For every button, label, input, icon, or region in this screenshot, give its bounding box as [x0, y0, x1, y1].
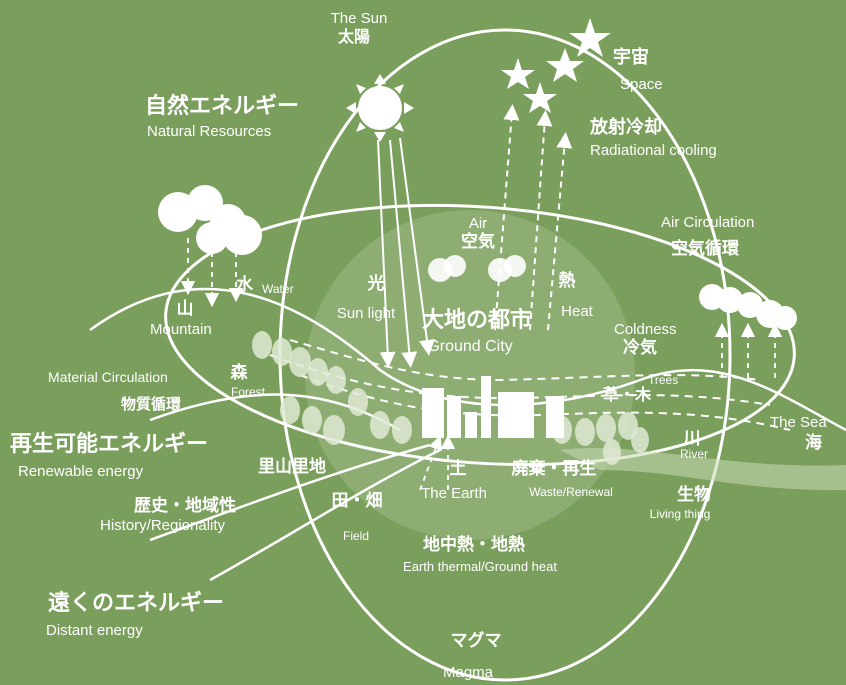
label-coldness-en: Coldness [614, 321, 677, 338]
sunlight-arrows [377, 137, 435, 368]
label-history-jp: 歴史・地域性 [134, 496, 236, 516]
circulation-ellipse [164, 203, 796, 467]
label-radcool-en: Radiational cooling [590, 142, 717, 159]
label-history-en: History/Regionality [100, 517, 226, 534]
label-aircirc-jp: 空気循環 [671, 239, 739, 259]
air-dash-1 [289, 339, 761, 382]
label-river-en: River [679, 447, 709, 461]
label-waste-en: Waste/Renewal [529, 485, 613, 499]
label-air-jp: 空気 [461, 232, 495, 252]
label-living-en: Living thing [649, 507, 711, 521]
label-aircirc-en: Air Circulation [661, 214, 755, 231]
label-geo-jp: 地中熱・地熱 [423, 535, 525, 555]
label-geo-en: Earth thermal/Ground heat [403, 559, 557, 574]
label-natural-en: Natural Resources [147, 123, 272, 140]
label-living-jp: 生物 [677, 485, 711, 505]
city-buildings [422, 376, 564, 438]
label-distant-en: Distant energy [46, 622, 143, 639]
label-waste-jp: 廃棄・再生 [511, 459, 597, 479]
label-mountain-en: Mountain [150, 321, 212, 338]
label-forest-jp: 森 [230, 363, 248, 383]
label-river-jp: 川 [683, 429, 701, 449]
moon-symbol [459, 62, 510, 124]
cloud-left [158, 185, 262, 255]
distant-energy-line-1 [149, 443, 431, 542]
sun-symbol [346, 74, 414, 142]
label-satoyama-jp: 里山里地 [258, 457, 326, 477]
coldness-arrows [714, 322, 783, 378]
label-magma-en: Magma [442, 664, 494, 681]
label-radcool-jp: 放射冷却 [590, 117, 662, 138]
label-heat-en: Heat [561, 303, 593, 320]
air-dash-3 [299, 374, 791, 431]
label-sun-en: The Sun [330, 10, 388, 27]
label-natural-jp: 自然エネルギー [145, 94, 300, 119]
label-sun-jp: 太陽 [337, 27, 371, 46]
label-sea-en: The Sea [770, 414, 827, 431]
label-light-jp: 光 [367, 274, 385, 294]
label-distant-jp: 遠くのエネルギー [48, 591, 225, 616]
rain-arrows [180, 238, 244, 308]
label-city-en: Ground City [427, 338, 513, 355]
cloud-right [699, 284, 797, 330]
label-trees-en: Trees [648, 373, 679, 387]
label-earth-en: The Earth [421, 485, 487, 502]
label-water-jp: 水 [236, 275, 253, 295]
stars [501, 18, 611, 113]
forest-trees-left [252, 331, 412, 445]
label-coldness-jp: 冷気 [623, 338, 657, 358]
label-earth-jp: 土 [449, 459, 467, 479]
label-space-jp: 宇宙 [613, 47, 649, 68]
label-field-en: Field [342, 529, 370, 543]
label-air-en: Air [468, 215, 488, 232]
label-heat-jp: 熱 [558, 271, 576, 291]
river-band [560, 447, 846, 491]
label-water-en: Water [262, 282, 294, 296]
label-matcirc-jp: 物質循環 [121, 395, 182, 413]
label-renewable-en: Renewable energy [18, 463, 144, 480]
label-magma-jp: マグマ [450, 631, 502, 651]
label-light-en: Sun light [336, 305, 396, 322]
label-renewable-jp: 再生可能エネルギー [10, 432, 209, 457]
label-matcirc-en: Material Circulation [48, 369, 168, 385]
label-space-en: Space [620, 76, 663, 93]
label-trees-jp: 草・木 [603, 385, 652, 404]
label-forest-en: Forest [230, 385, 266, 399]
earth-arrows [419, 434, 456, 491]
label-city-jp: 大地の都市 [421, 308, 533, 333]
label-mountain-jp: 山 [176, 299, 194, 319]
label-field-jp: 田・畑 [331, 491, 383, 511]
label-sea-jp: 海 [805, 433, 822, 453]
cloud-center [428, 255, 526, 282]
heat-arrows [494, 104, 573, 331]
distant-energy-line-2 [209, 448, 441, 582]
